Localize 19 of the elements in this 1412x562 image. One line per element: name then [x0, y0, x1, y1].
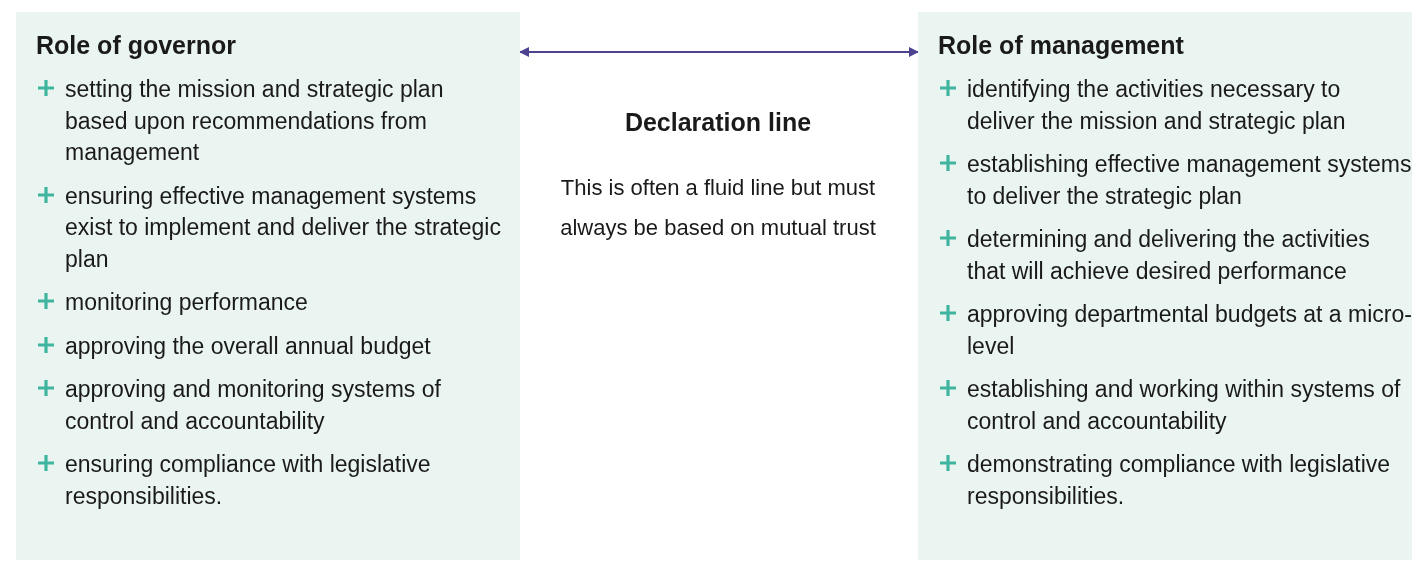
bullet-text: identifying the activities necessary to deliver the mission and strategic plan — [967, 75, 1347, 136]
bullet-text: approving and monitoring systems of control and accountability — [65, 375, 442, 436]
bullet-text: ensuring compliance with legislative responsibilities. — [65, 450, 432, 511]
panel-heading: Role of governor — [36, 30, 236, 60]
bullet-text: determining and delivering the activities that will achieve desired performance — [967, 225, 1371, 286]
bullet-text: setting the mission and strategic plan based upon recommendations from management — [65, 75, 445, 167]
text-panel — [16, 12, 520, 560]
bullet-text: establishing and working within systems of control and accountability — [967, 375, 1402, 436]
bullet-text: approving the overall annual budget — [65, 331, 432, 361]
bullet-text: demonstrating compliance with legislative responsibilities. — [967, 450, 1392, 511]
bullet-text: monitoring performance — [65, 288, 309, 317]
text-panel — [918, 12, 1412, 560]
bullet-text: ensuring effective management systems exist to implement and deliver the strategic plan — [65, 181, 502, 274]
bullet-text: approving departmental budgets at a micro-level — [967, 300, 1412, 361]
declaration-note: This is often a fluid line but must always be based on mutual trust — [560, 174, 876, 242]
double-arrow — [519, 47, 919, 57]
bullet-text: establishing effective management systems to deliver the strategic plan — [967, 150, 1412, 211]
declaration-heading: Declaration line — [623, 107, 813, 138]
panel-heading: Role of management — [938, 30, 1184, 60]
